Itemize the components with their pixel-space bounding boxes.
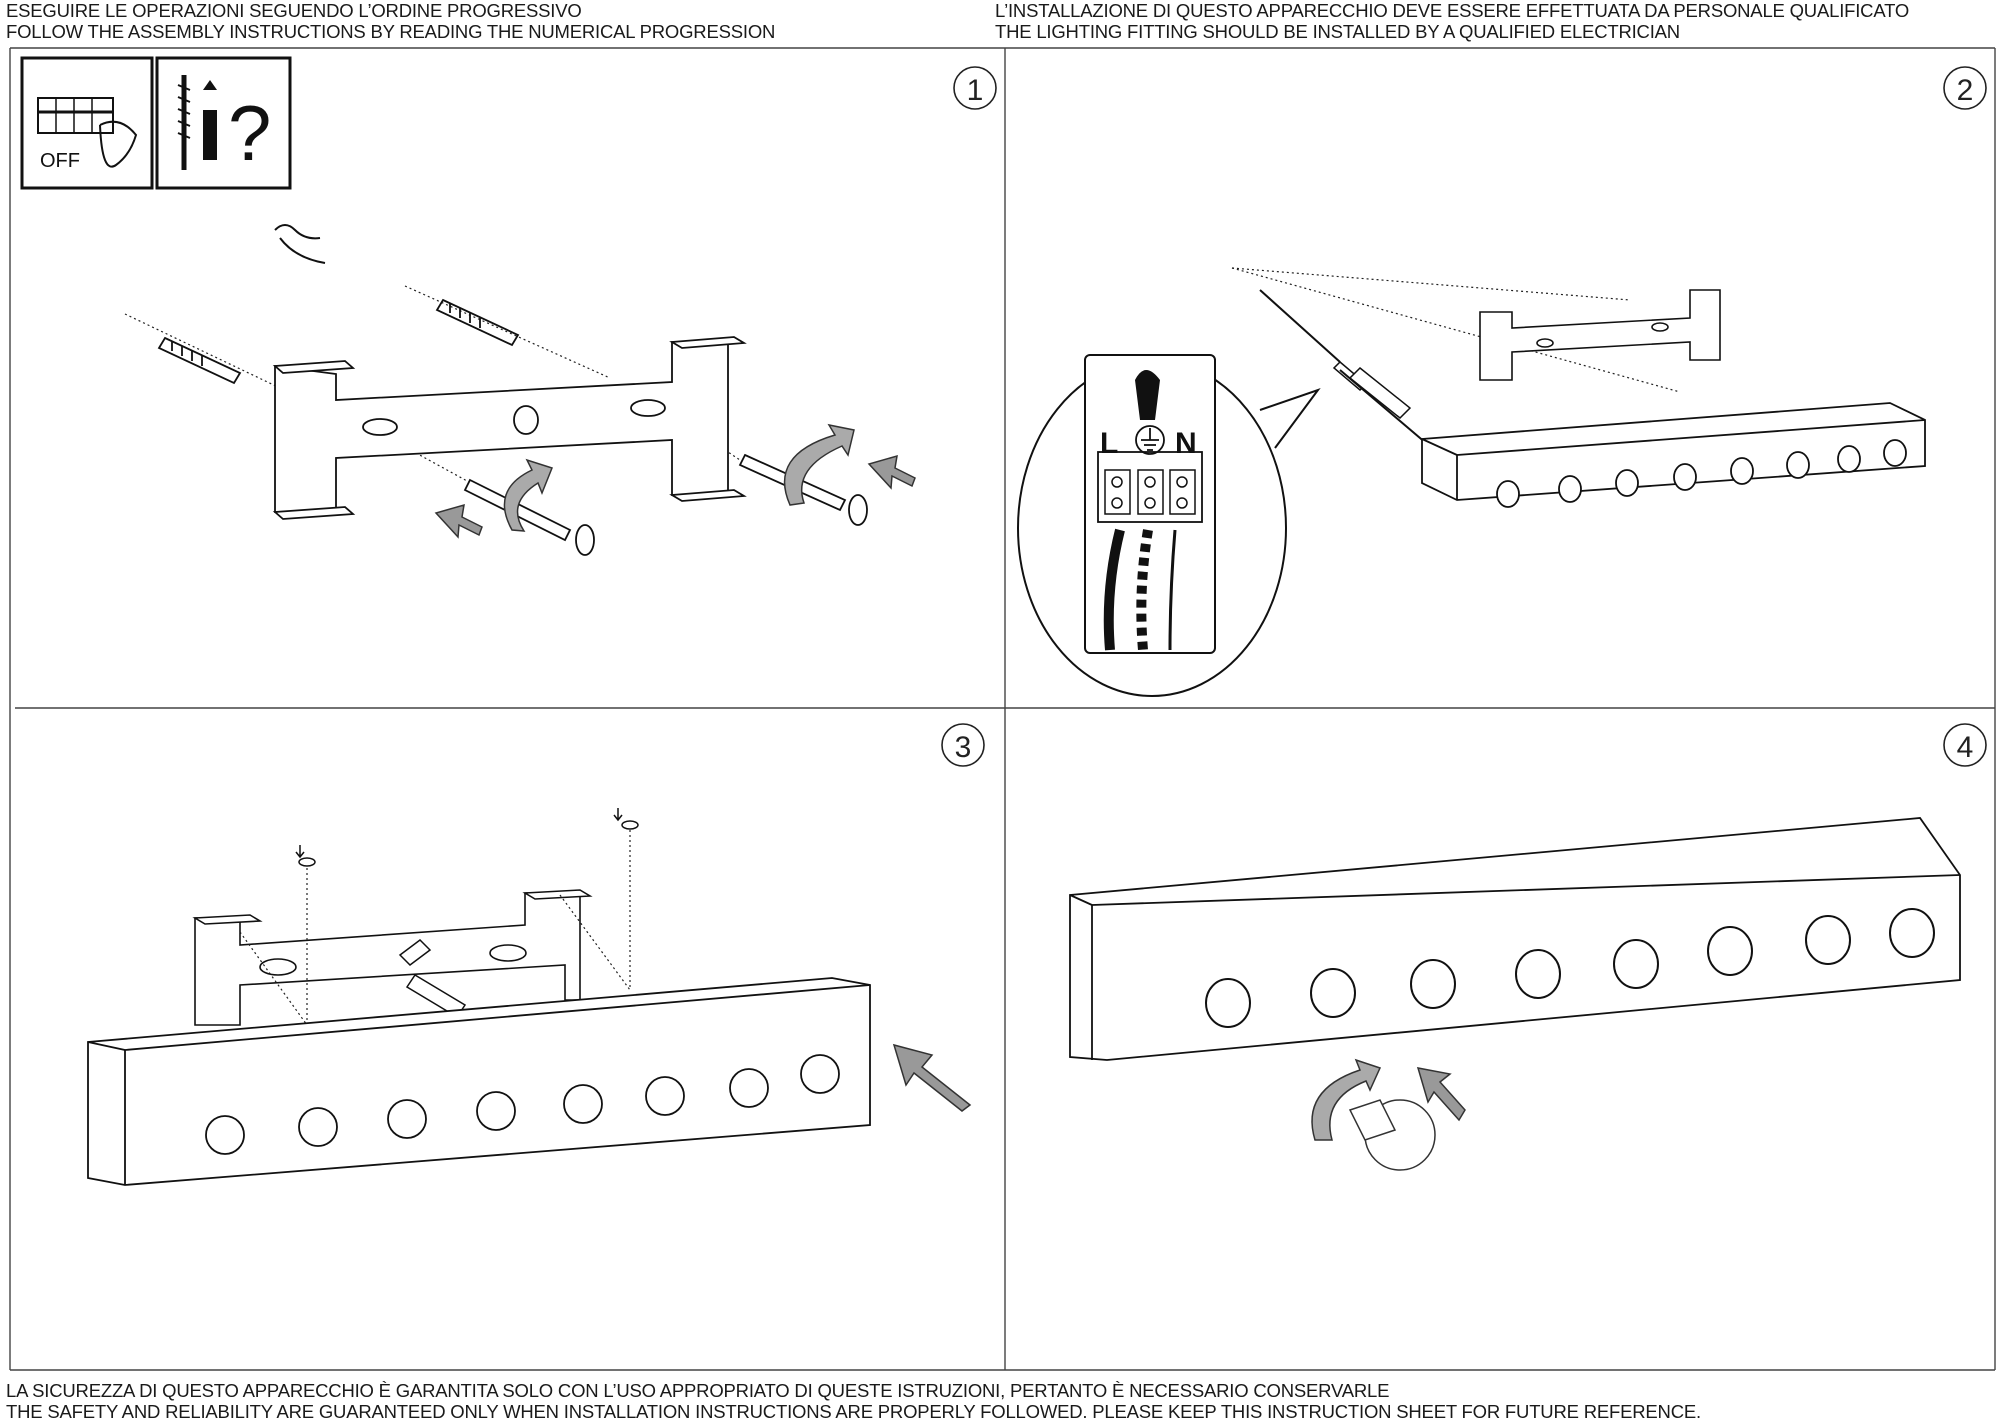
- bulb-icon: [1348, 1099, 1436, 1171]
- header-right: L’INSTALLAZIONE DI QUESTO APPARECCHIO DE…: [995, 0, 1909, 42]
- mounting-bracket: [272, 336, 747, 520]
- panel-grid: [9, 47, 1996, 1371]
- header-left: ESEGUIRE LE OPERAZIONI SEGUENDO L’ORDINE…: [6, 0, 775, 42]
- light-fixture: [87, 977, 871, 1186]
- fixture-holes: [1205, 908, 1935, 1028]
- arrow-icon: [892, 1043, 972, 1112]
- arrow-icon: [434, 454, 916, 539]
- fixture-holes: [1496, 439, 1907, 508]
- earth-symbol-icon: [1135, 425, 1165, 455]
- footer: LA SICUREZZA DI QUESTO APPARECCHIO È GAR…: [6, 1380, 1701, 1422]
- wall-bracket: [1479, 289, 1721, 381]
- header-italian-warning: L’INSTALLAZIONE DI QUESTO APPARECCHIO DE…: [995, 0, 1910, 21]
- header-english-warning: THE LIGHTING FITTING SHOULD BE INSTALLED…: [995, 21, 1680, 42]
- step-number-2: 2: [1957, 74, 1974, 107]
- terminal-detail-bubble: L N: [1017, 354, 1321, 697]
- footer-italian-notice: LA SICUREZZA DI QUESTO APPARECCHIO È GAR…: [6, 1380, 1390, 1401]
- rotate-arrow-icon: [503, 423, 855, 532]
- panel-step-4: 4: [1069, 723, 1987, 1171]
- light-fixture: [1069, 817, 1961, 1061]
- power-off-icon: OFF: [20, 56, 154, 190]
- screw-anchor-question-icon: ?: [155, 56, 292, 190]
- header-italian-instruction: ESEGUIRE LE OPERAZIONI SEGUENDO L’ORDINE…: [6, 0, 582, 21]
- header-english-instruction: FOLLOW THE ASSEMBLY INSTRUCTIONS BY READ…: [6, 21, 776, 42]
- panel-step-3: 3: [87, 723, 985, 1186]
- rotate-arrow-icon: [1311, 1058, 1382, 1141]
- terminal-live-label: L: [1100, 427, 1118, 460]
- panel-step-1: OFF ? 1: [20, 56, 997, 556]
- step-number-4: 4: [1957, 731, 1974, 764]
- arrow-icon: [1416, 1067, 1466, 1122]
- question-mark: ?: [228, 89, 271, 177]
- footer-english-notice: THE SAFETY AND RELIABILITY ARE GUARANTEE…: [6, 1401, 1701, 1422]
- wall-anchor: [157, 298, 520, 385]
- off-label: OFF: [40, 150, 80, 172]
- screw: [295, 808, 639, 867]
- light-fixture: [1421, 402, 1926, 501]
- step-number-3: 3: [955, 731, 972, 764]
- fixture-holes: [205, 1054, 840, 1155]
- terminal-neutral-label: N: [1175, 427, 1197, 460]
- cable-icon: [274, 224, 326, 264]
- step-number-1: 1: [967, 74, 984, 107]
- panel-step-2: 2: [1017, 66, 1987, 697]
